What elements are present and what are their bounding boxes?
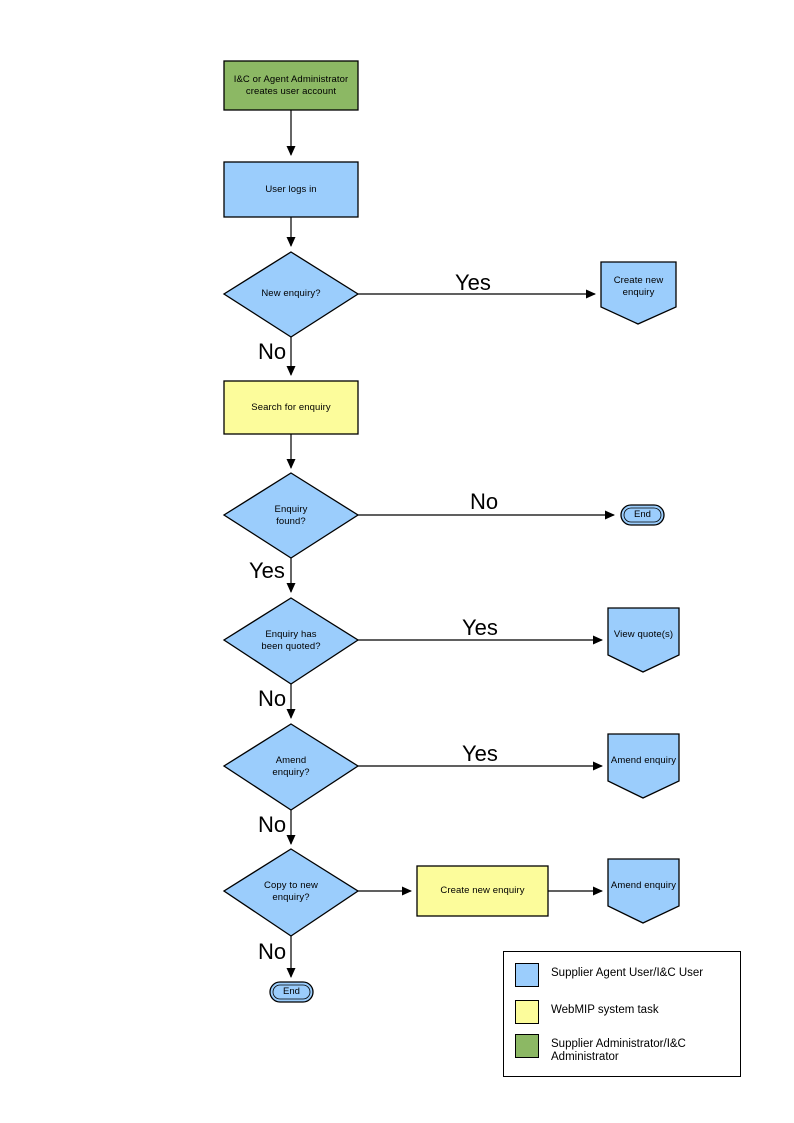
edge-label-amend-enquiry-yes: Yes <box>462 741 498 766</box>
node-view-quotes <box>607 607 680 673</box>
legend-label-admin: Supplier Administrator/I&C Administrator <box>551 1038 686 1063</box>
node-enquiry-found-decision <box>222 472 360 559</box>
legend-swatch-system-icon <box>515 1000 539 1024</box>
node-amend-enquiry-mid <box>607 733 680 799</box>
legend-label-system: WebMIP system task <box>551 1004 659 1016</box>
node-create-new-enquiry-top <box>600 261 677 325</box>
node-amend-enquiry-bottom <box>607 858 680 924</box>
node-label-end-bottom: End <box>283 986 300 997</box>
node-end-top-inner <box>623 507 662 523</box>
edge-label-new-enquiry-no: No <box>258 339 287 364</box>
edge-label-enquiry-found-no: No <box>470 489 499 514</box>
edge-label-copy-to-new-no: No <box>258 939 287 964</box>
node-amend-enquiry-decision <box>222 723 360 811</box>
node-end-bottom <box>269 981 314 1003</box>
legend <box>503 951 741 1077</box>
node-create-new-enquiry-bottom <box>416 865 549 917</box>
node-end-top <box>620 504 665 526</box>
node-admin-creates-account <box>223 60 359 111</box>
node-new-enquiry-decision <box>222 251 360 338</box>
node-enquiry-quoted-decision <box>222 597 360 685</box>
edge-label-enquiry-quoted-yes: Yes <box>462 615 498 640</box>
node-search-for-enquiry <box>223 380 359 435</box>
node-end-bottom-inner <box>272 984 311 1000</box>
edge-label-new-enquiry-yes: Yes <box>455 270 491 295</box>
legend-swatch-user-icon <box>515 963 539 987</box>
edge-label-enquiry-found-yes: Yes <box>249 558 285 583</box>
legend-item-system: WebMIP system task <box>515 1000 729 1024</box>
node-label-end-top: End <box>634 509 651 520</box>
legend-item-admin: Supplier Administrator/I&C Administrator <box>515 1034 729 1064</box>
legend-label-user: Supplier Agent User/I&C User <box>551 967 704 979</box>
edge-label-enquiry-quoted-no: No <box>258 686 287 711</box>
edge-label-amend-enquiry-no: No <box>258 812 287 837</box>
node-copy-to-new-enquiry-decision <box>222 848 360 937</box>
node-user-logs-in <box>223 161 359 218</box>
legend-item-user: Supplier Agent User/I&C User <box>515 963 729 987</box>
legend-swatch-admin-icon <box>515 1034 539 1058</box>
